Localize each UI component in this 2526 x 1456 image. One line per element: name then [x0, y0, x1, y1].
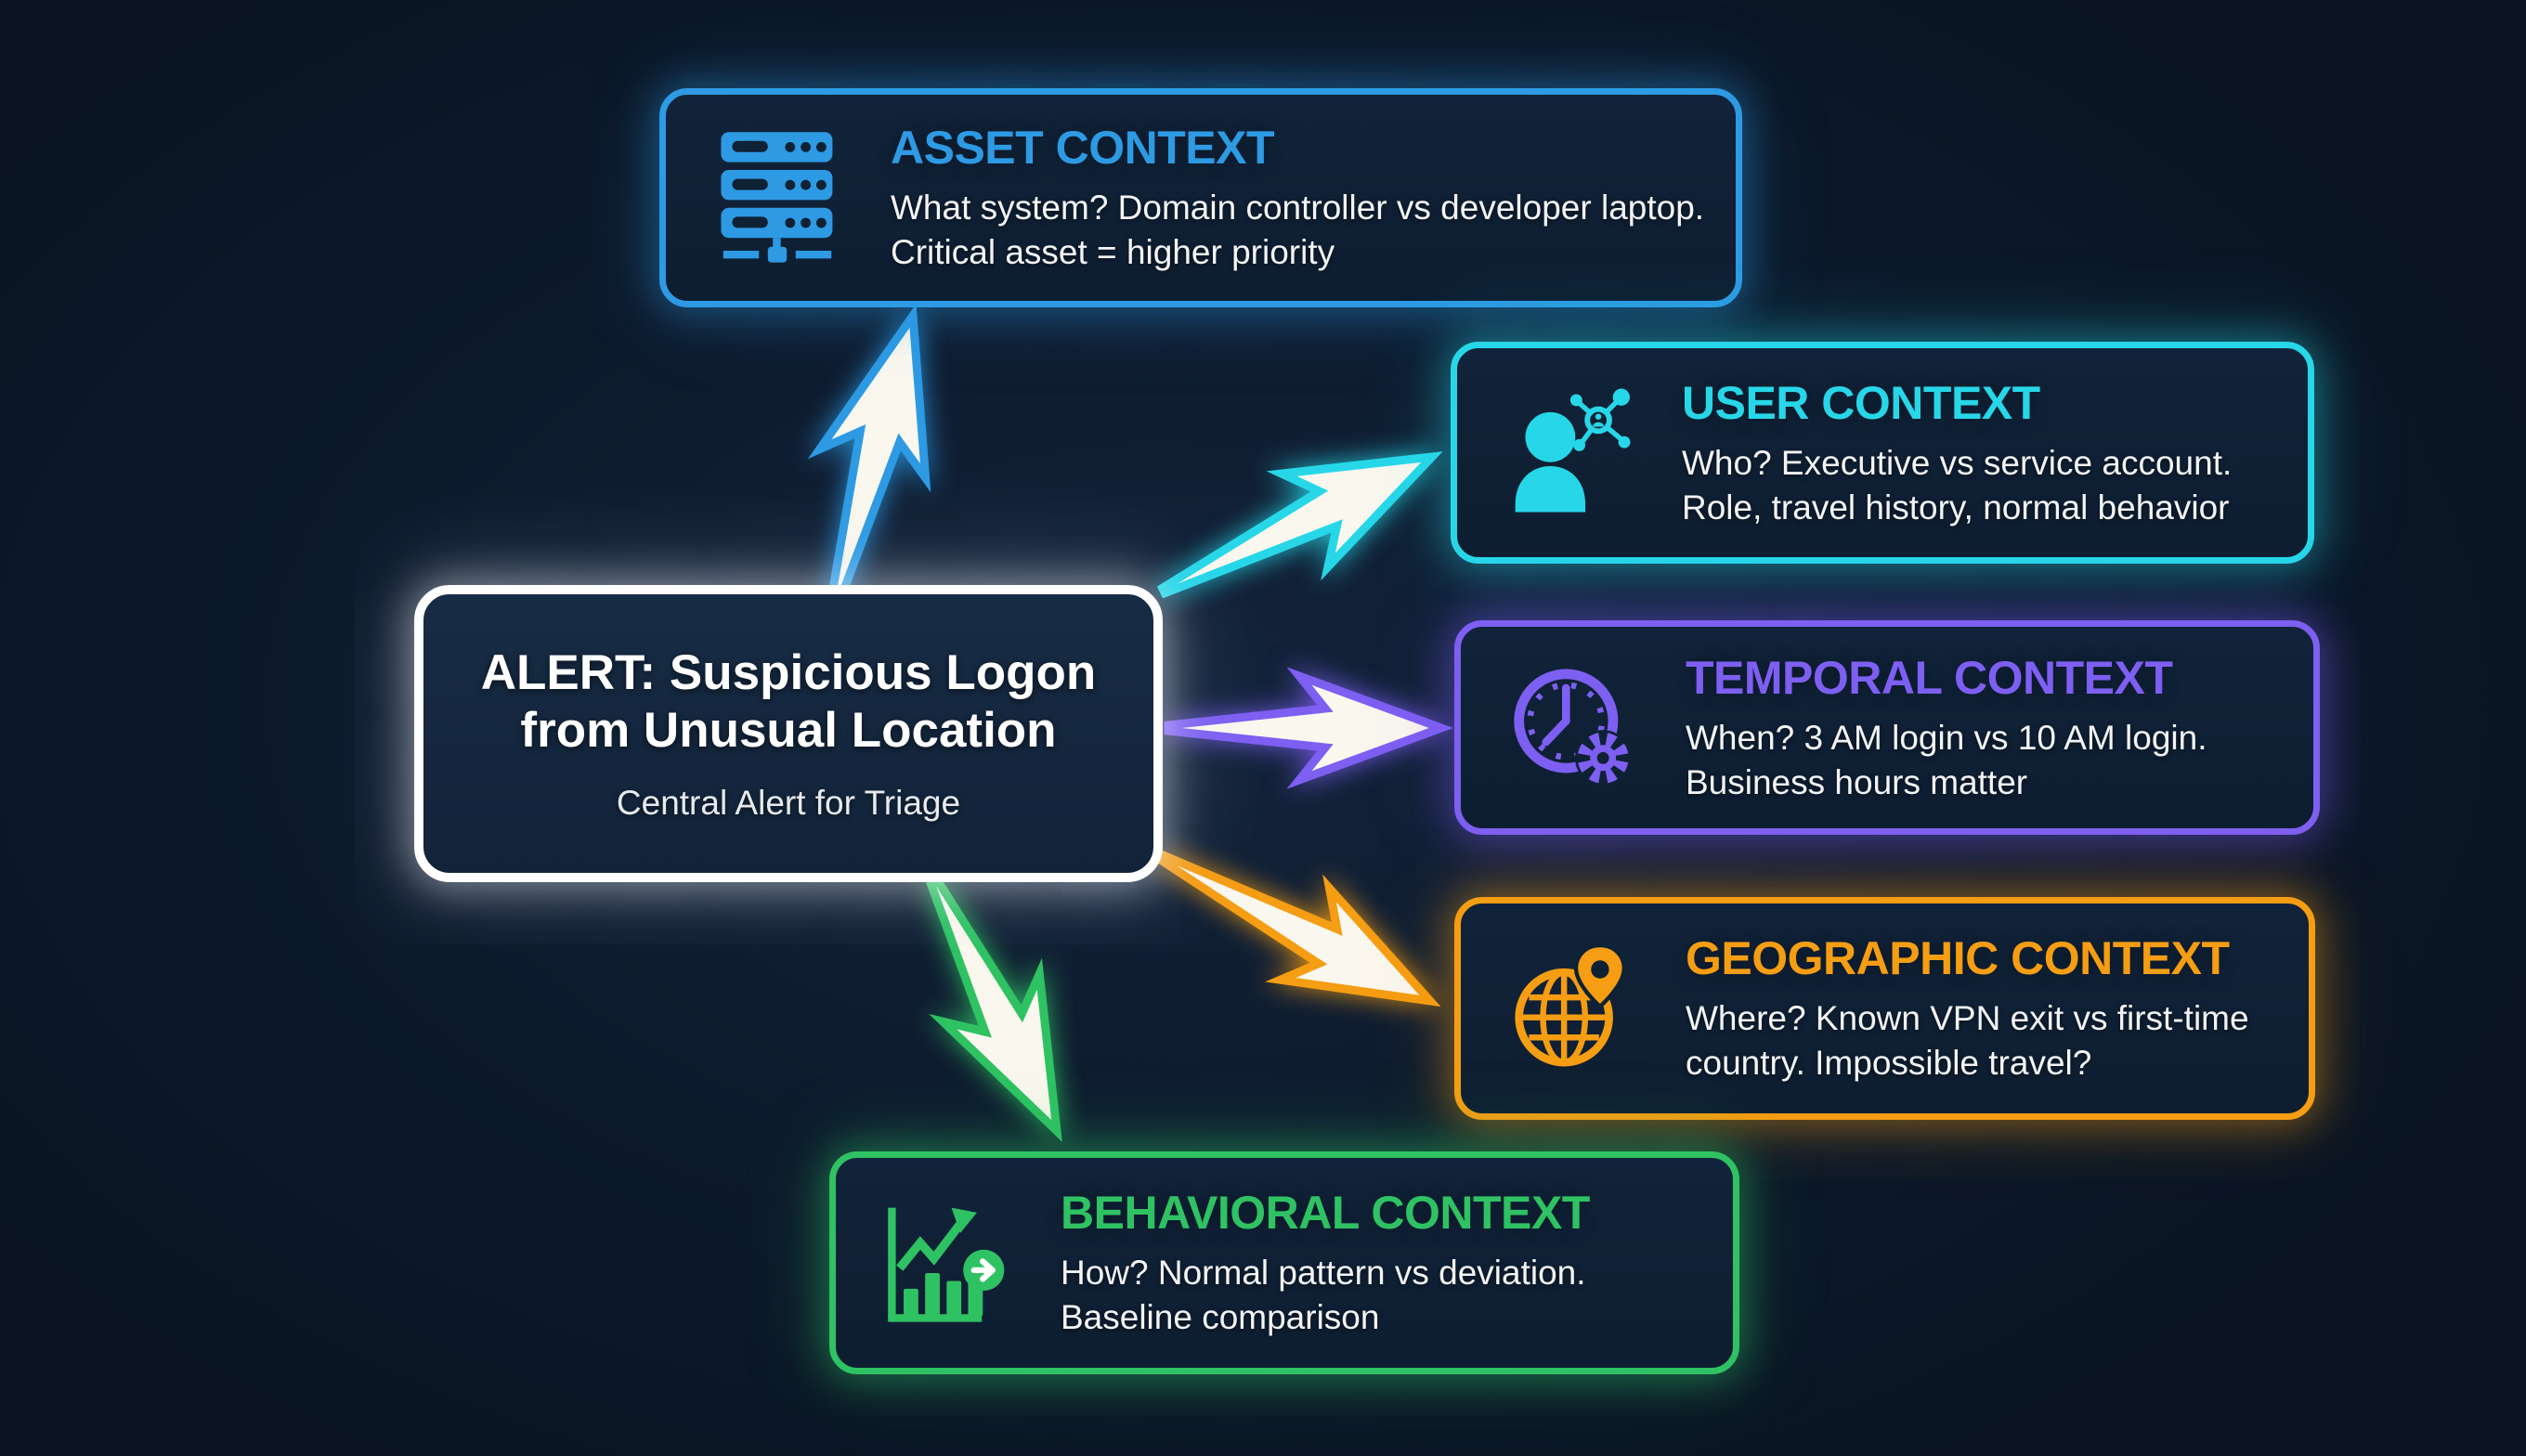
behavioral-context-body: How? Normal pattern vs deviation. Baseli…: [1061, 1254, 1586, 1336]
globe-pin-icon: [1505, 939, 1645, 1078]
geographic-context-card: GEOGRAPHIC CONTEXT Where? Known VPN exit…: [1454, 897, 2315, 1120]
asset-context-card: ASSET CONTEXT What system? Domain contro…: [659, 88, 1742, 307]
arrow-to-user: [1156, 451, 1443, 599]
user-context-title: USER CONTEXT: [1682, 376, 2040, 429]
temporal-context-body: When? 3 AM login vs 10 AM login. Busines…: [1686, 718, 2207, 801]
arrow-to-temporal: [1164, 667, 1454, 789]
behavioral-context-card: BEHAVIORAL CONTEXT How? Normal pattern v…: [829, 1151, 1739, 1374]
arrow-to-behavioral: [925, 875, 1062, 1142]
user-context-body: Who? Executive vs service account. Role,…: [1682, 443, 2233, 526]
central-alert-card: ALERT: Suspicious Logon from Unusual Loc…: [414, 585, 1163, 882]
arrow-to-asset: [807, 304, 931, 612]
asset-context-body: What system? Domain controller vs develo…: [891, 188, 1705, 271]
behavioral-context-title: BEHAVIORAL CONTEXT: [1061, 1187, 1590, 1239]
user-context-card: USER CONTEXT Who? Executive vs service a…: [1451, 342, 2314, 564]
clock-gear-icon: [1505, 658, 1645, 798]
server-rack-icon: [710, 129, 850, 266]
geographic-context-title: GEOGRAPHIC CONTEXT: [1686, 932, 2230, 984]
temporal-context-card: TEMPORAL CONTEXT When? 3 AM login vs 10 …: [1454, 620, 2320, 835]
chart-trend-icon: [880, 1193, 1020, 1332]
temporal-context-title: TEMPORAL CONTEXT: [1686, 651, 2173, 704]
arrow-to-geographic: [1155, 850, 1441, 1008]
geographic-context-body: Where? Known VPN exit vs first-time coun…: [1686, 999, 2249, 1082]
central-alert-subtitle: Central Alert for Triage: [616, 784, 961, 822]
user-network-icon: [1502, 384, 1641, 523]
asset-context-title: ASSET CONTEXT: [891, 122, 1274, 174]
central-alert-title: ALERT: Suspicious Logon from Unusual Loc…: [480, 645, 1097, 758]
